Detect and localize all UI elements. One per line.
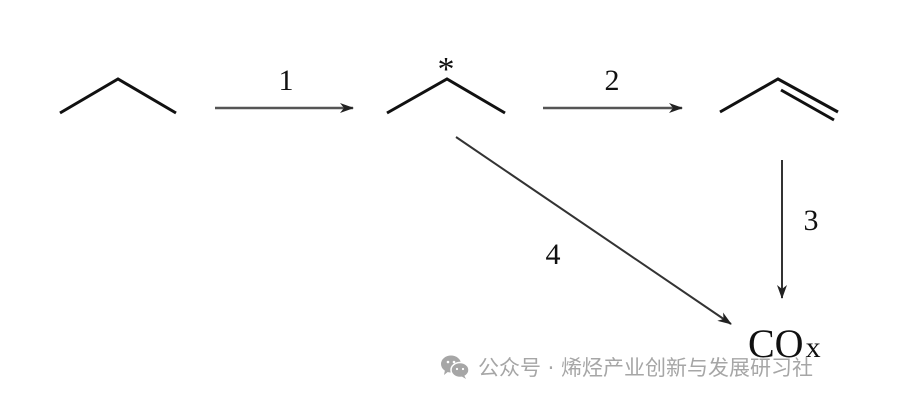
wechat-icon bbox=[441, 355, 470, 379]
arrow-1: 1 bbox=[215, 64, 354, 113]
propyl-intermediate-structure: * bbox=[386, 51, 506, 115]
cox-product: COx bbox=[748, 321, 821, 366]
cox-subscript: x bbox=[806, 331, 821, 364]
arrow-3-label: 3 bbox=[804, 204, 819, 237]
asterisk-mark: * bbox=[438, 51, 455, 88]
arrow-2: 2 bbox=[543, 64, 683, 113]
watermark-text: 公众号 · 烯烃产业创新与发展研习社 bbox=[478, 356, 814, 380]
svg-text:COx: COx bbox=[748, 321, 821, 366]
arrow-4-label: 4 bbox=[546, 238, 561, 271]
propane-structure bbox=[59, 77, 177, 115]
arrow-4: 4 bbox=[455, 136, 732, 325]
cox-main: CO bbox=[748, 321, 804, 366]
watermark: 公众号 · 烯烃产业创新与发展研习社 bbox=[440, 351, 813, 383]
arrow-1-label: 1 bbox=[279, 64, 294, 97]
arrow-3: 3 bbox=[777, 160, 819, 299]
arrow-2-label: 2 bbox=[605, 64, 620, 97]
propene-structure bbox=[719, 77, 839, 122]
